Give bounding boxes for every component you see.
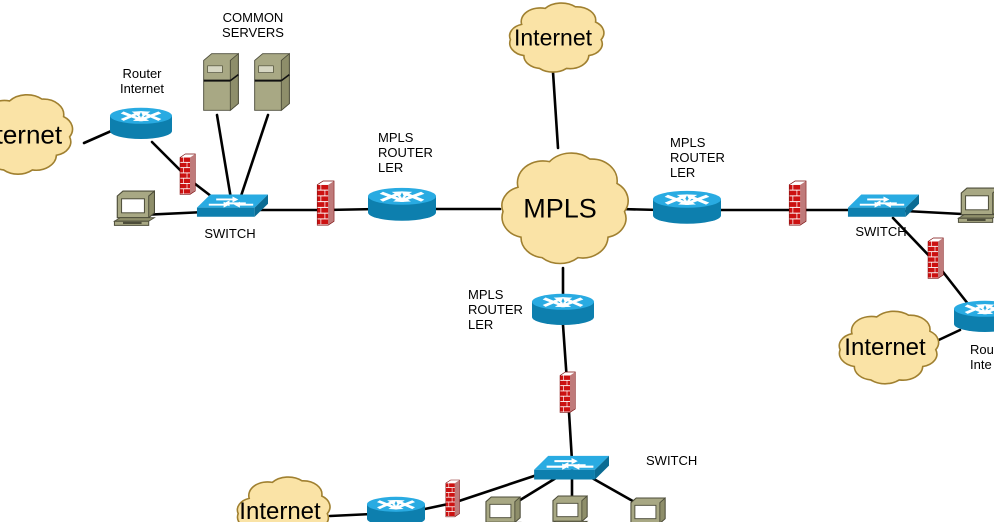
workstation-icon bbox=[552, 494, 589, 522]
label-switch-left: SWITCH bbox=[204, 226, 256, 241]
label-common-servers: COMMON SERVERS bbox=[222, 10, 284, 40]
cloud-shape bbox=[497, 0, 609, 78]
pc-left[interactable] bbox=[112, 189, 163, 231]
label-mpls-ler-west: MPLS ROUTER LER bbox=[378, 130, 433, 175]
router-icon bbox=[367, 496, 425, 522]
switch-icon bbox=[534, 455, 609, 480]
router-mpls-ler-west[interactable] bbox=[368, 187, 436, 225]
router-icon bbox=[954, 300, 994, 332]
router-icon bbox=[532, 293, 594, 325]
switch-bottom[interactable] bbox=[531, 449, 609, 485]
router-icon bbox=[368, 187, 436, 221]
router-internet-right[interactable] bbox=[954, 300, 994, 336]
label-switch-right: SWITCH bbox=[855, 224, 907, 239]
cloud-shape bbox=[826, 306, 944, 390]
label-mpls-ler-south: MPLS ROUTER LER bbox=[468, 287, 523, 332]
firewall-bottom-router[interactable] bbox=[444, 479, 462, 520]
router-icon bbox=[110, 107, 172, 139]
cloud-shape bbox=[0, 89, 78, 181]
router-mpls-ler-south[interactable] bbox=[532, 293, 594, 329]
connection-line bbox=[238, 113, 270, 201]
firewall-icon bbox=[316, 180, 335, 226]
pc-bottom-3[interactable] bbox=[627, 496, 673, 522]
pc-bottom-1[interactable] bbox=[482, 495, 528, 522]
firewall-icon bbox=[788, 180, 807, 226]
router-internet-bottom[interactable] bbox=[367, 496, 425, 522]
cloud-internet-left[interactable]: Internet bbox=[0, 89, 78, 181]
cloud-internet-bottom[interactable]: Internet bbox=[225, 472, 335, 522]
workstation-icon bbox=[485, 495, 522, 522]
firewall-south-link[interactable] bbox=[558, 371, 578, 416]
router-internet-left[interactable] bbox=[110, 107, 172, 143]
label-mpls-ler-east: MPLS ROUTER LER bbox=[670, 135, 725, 180]
pc-right[interactable] bbox=[956, 186, 994, 228]
label-switch-bottom: SWITCH bbox=[646, 453, 698, 468]
cloud-mpls[interactable]: MPLS bbox=[485, 145, 635, 273]
label-router-internet-left: Router Internet bbox=[119, 66, 165, 96]
firewall-icon bbox=[179, 153, 196, 195]
workstation-icon bbox=[956, 187, 994, 223]
switch-icon bbox=[196, 194, 268, 217]
cloud-internet-right[interactable]: Internet bbox=[826, 306, 944, 390]
workstation-icon bbox=[630, 496, 666, 522]
firewall-left-router[interactable] bbox=[178, 153, 198, 198]
workstation-icon bbox=[112, 190, 156, 226]
router-mpls-ler-east[interactable] bbox=[653, 190, 721, 228]
connection-line bbox=[215, 113, 233, 201]
firewall-icon bbox=[445, 479, 460, 518]
firewall-left-wan[interactable] bbox=[315, 180, 337, 229]
label-router-internet-right: Rou Inte bbox=[970, 342, 994, 372]
server-icon bbox=[203, 52, 239, 112]
cloud-shape bbox=[485, 145, 635, 273]
server-icon bbox=[254, 52, 290, 112]
cloud-shape bbox=[225, 472, 335, 522]
firewall-right-router[interactable] bbox=[926, 237, 946, 282]
firewall-right-wan[interactable] bbox=[787, 180, 809, 229]
connection-line bbox=[551, 70, 560, 150]
server-common-2[interactable] bbox=[252, 51, 292, 113]
cloud-internet-top[interactable]: Internet bbox=[497, 0, 609, 78]
switch-right[interactable] bbox=[845, 188, 919, 222]
server-common-1[interactable] bbox=[201, 51, 241, 113]
router-icon bbox=[653, 190, 721, 224]
firewall-icon bbox=[559, 371, 576, 413]
firewall-icon bbox=[927, 237, 944, 279]
switch-left[interactable] bbox=[194, 188, 268, 222]
pc-bottom-2[interactable] bbox=[549, 494, 595, 522]
switch-icon bbox=[847, 194, 919, 217]
connection-line bbox=[328, 512, 374, 518]
